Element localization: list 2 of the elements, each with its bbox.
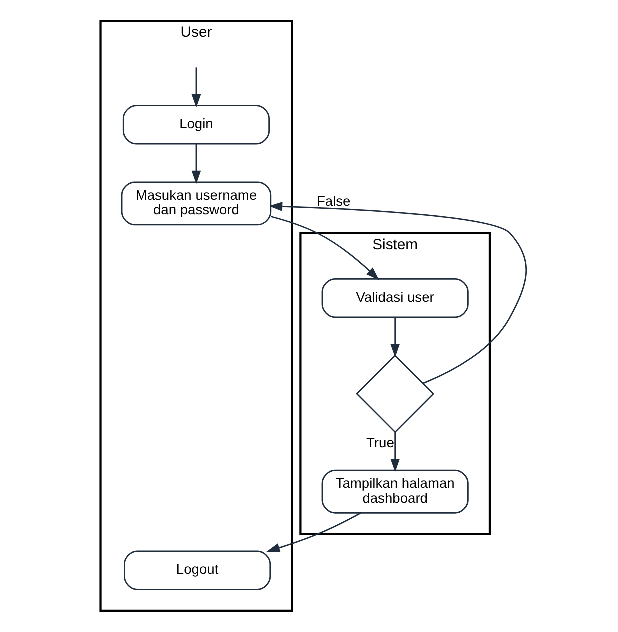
edge-label: True (366, 434, 394, 450)
edge-label: False (316, 192, 350, 209)
